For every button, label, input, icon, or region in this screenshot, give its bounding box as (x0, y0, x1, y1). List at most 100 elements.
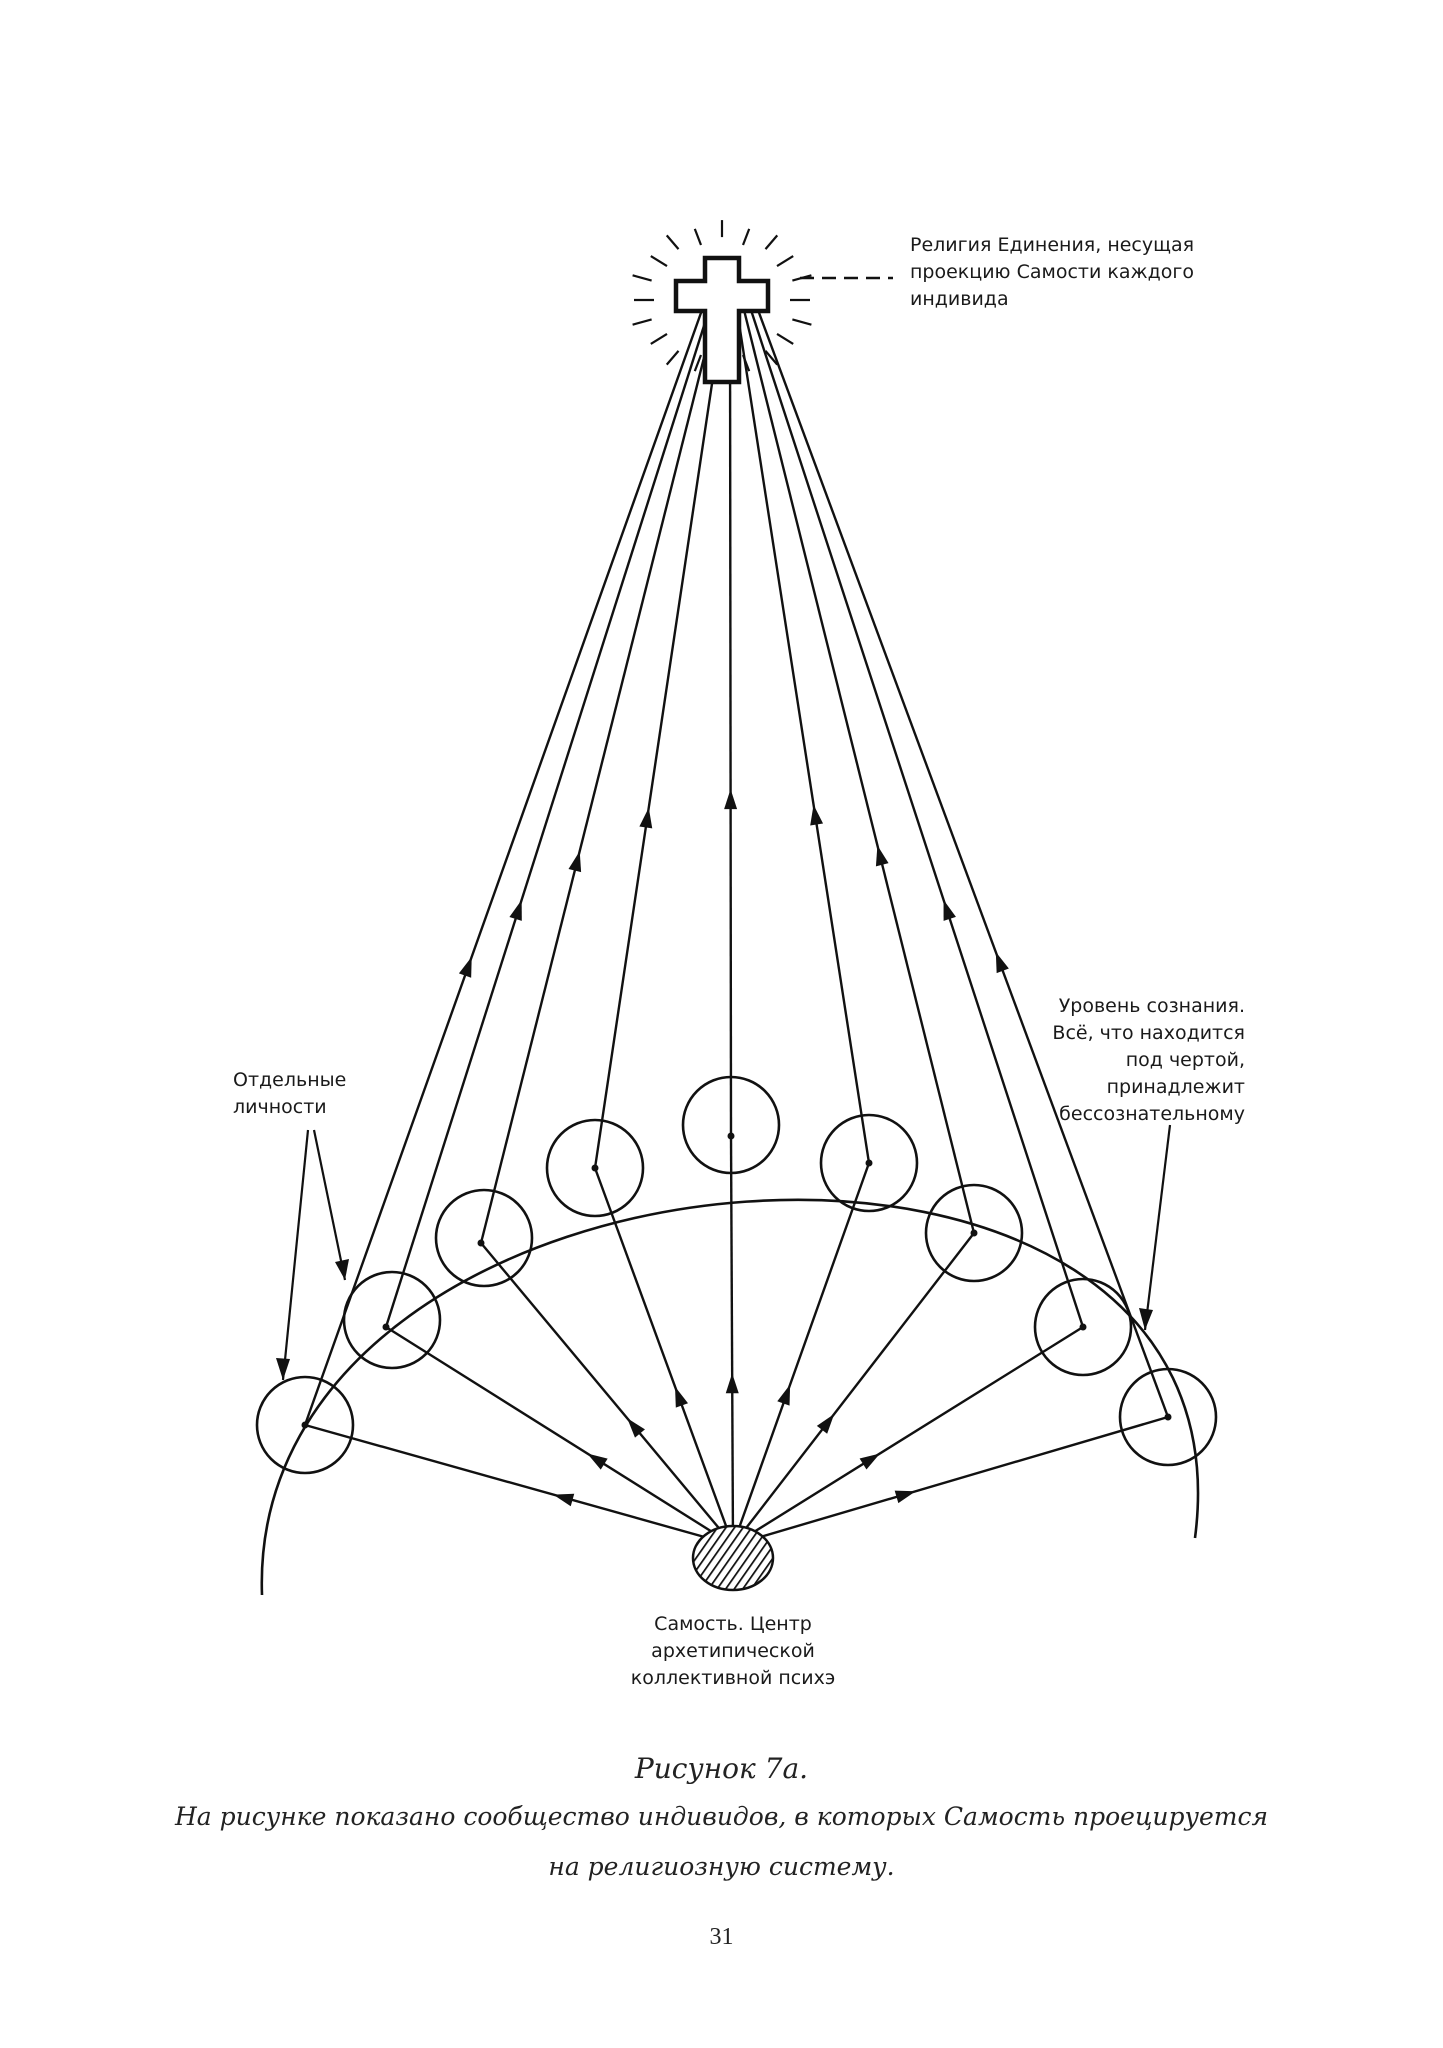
arrowhead (509, 899, 522, 921)
projection-lines (303, 309, 1170, 1547)
figure-caption-line: на религиозную систему. (548, 1852, 895, 1881)
religion-label-line: проекцию Самости каждого (910, 261, 1194, 283)
individual-personalities (255, 1075, 1218, 1475)
arrowhead (777, 1384, 791, 1406)
arrowhead (675, 1386, 689, 1408)
self-label-line: Самость. Центр (654, 1613, 812, 1635)
consciousness-label: Уровень сознания. Всё, что находится под… (1052, 993, 1245, 1128)
consciousness-label-line: Всё, что находится (1052, 1022, 1245, 1044)
radiance-ray (764, 350, 779, 366)
self-to-person-line (480, 1242, 734, 1546)
personality-dot (301, 1421, 309, 1429)
person-to-religion-line (742, 309, 976, 1234)
arrowhead (639, 807, 653, 829)
personality-circle (819, 1113, 919, 1213)
direction-arrowheads (458, 789, 1009, 1507)
personality-dot (970, 1229, 978, 1237)
self-to-person-line (732, 1232, 975, 1546)
personality-circle (545, 1118, 645, 1218)
personality-dot (865, 1159, 873, 1167)
person-to-religion-line (479, 309, 718, 1244)
religion-label-line: Религия Единения, несущая (910, 234, 1195, 256)
radiance-ray (693, 354, 703, 372)
arrowhead (810, 804, 824, 826)
radiance-ray (741, 354, 751, 372)
personality-circle (924, 1183, 1024, 1283)
self-center (691, 1524, 775, 1592)
consciousness-label-line: Уровень сознания. (1058, 995, 1245, 1017)
personality-dot (727, 1132, 735, 1140)
radiance-ray (650, 333, 668, 345)
self-to-person-line (304, 1423, 734, 1547)
self-to-person-line (729, 1135, 735, 1546)
arrowhead (875, 845, 889, 867)
radiance-ray (650, 255, 668, 267)
personality-circle (1033, 1277, 1133, 1377)
person-to-religion-line (735, 309, 871, 1164)
personality-circle (434, 1188, 534, 1288)
self-label-line: коллективной психэ (630, 1667, 836, 1689)
self-to-person-line (731, 1162, 871, 1546)
arrowhead (724, 789, 738, 810)
person-to-religion-line (593, 309, 725, 1169)
figure-title: Рисунок 7а. (634, 1752, 809, 1785)
personality-circle (342, 1270, 442, 1370)
radiance-ray (632, 274, 652, 282)
consciousness-label-line: бессознательному (1059, 1103, 1245, 1125)
person-to-religion-line (756, 309, 1170, 1418)
individuals-label: Отдельные личности (233, 1067, 346, 1121)
radiance-ray (741, 228, 751, 246)
radiance-ray (792, 274, 812, 282)
page-number: 31 (709, 1924, 734, 1950)
personality-circle (255, 1375, 355, 1475)
personality-dot (1079, 1323, 1087, 1331)
arrowhead (568, 851, 582, 873)
radiance-ray (792, 318, 812, 326)
arrowhead (725, 1373, 739, 1394)
radiance-ray (632, 318, 652, 326)
radiance-ray (776, 333, 794, 345)
arrowhead (859, 1453, 880, 1470)
radiance-ray (776, 255, 794, 267)
arrowhead (587, 1453, 608, 1470)
cross-icon (673, 255, 771, 385)
individuals-label-line: личности (233, 1096, 327, 1118)
person-to-religion-line (384, 309, 711, 1328)
personality-dot (1164, 1413, 1172, 1421)
arrowhead (816, 1413, 835, 1434)
arrowhead (894, 1490, 916, 1504)
person-to-religion-line (749, 309, 1085, 1328)
personality-dot (382, 1323, 390, 1331)
personality-dot (477, 1239, 485, 1247)
radiance-ray (665, 350, 680, 366)
self-to-person-line (385, 1325, 734, 1547)
figure-caption-line: На рисунке показано сообщество индивидов… (174, 1802, 1269, 1831)
consciousness-label-line: принадлежит (1106, 1076, 1245, 1098)
self-to-person-line (732, 1415, 1169, 1547)
personality-circle (681, 1075, 781, 1175)
radiance-ray (665, 234, 680, 250)
person-to-religion-line (303, 309, 704, 1426)
radiance-icon (632, 220, 812, 372)
self-to-person-line (593, 1167, 735, 1546)
consciousness-label-line: под чертой, (1125, 1049, 1245, 1071)
self-label-line: архетипической (651, 1640, 815, 1662)
person-to-religion-line (728, 309, 733, 1137)
arrowhead (627, 1418, 645, 1438)
consciousness-level-arc (260, 1198, 1200, 1596)
religion-label-line: индивида (910, 288, 1009, 310)
individuals-label-line: Отдельные (233, 1069, 347, 1091)
personality-dot (591, 1164, 599, 1172)
arrowhead (943, 899, 956, 921)
self-to-person-line (732, 1325, 1084, 1547)
radiance-ray (693, 228, 703, 246)
religion-label: Религия Единения, несущая проекцию Самос… (910, 232, 1194, 313)
arrowhead (995, 952, 1009, 974)
radiance-ray (764, 234, 779, 250)
self-label: Самость. Центр архетипической коллективн… (583, 1611, 883, 1692)
personality-circle (1118, 1367, 1218, 1467)
arrowhead (458, 956, 472, 978)
arrowhead (553, 1493, 575, 1507)
label-pointers (281, 1124, 1172, 1381)
